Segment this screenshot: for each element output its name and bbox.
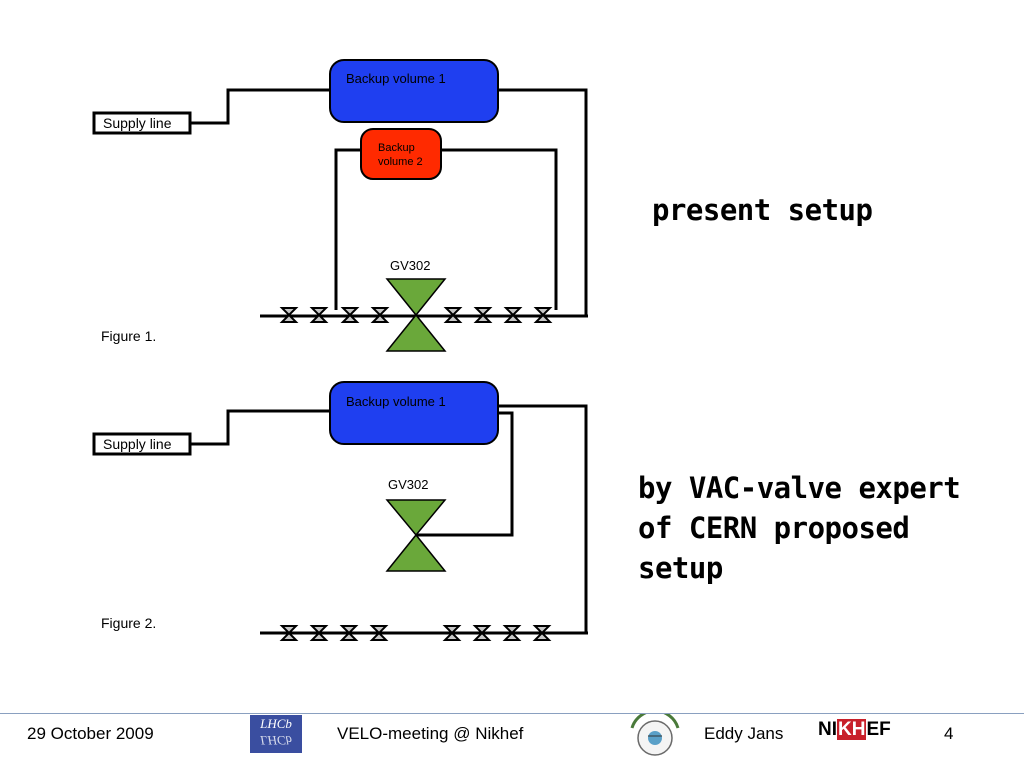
vacuum-diagram: Supply line Backup volume 1 Backup volum… <box>92 59 588 641</box>
nikhef-prefix: NI <box>818 719 837 740</box>
proposed-caption-line2: of CERN proposed <box>638 511 910 545</box>
footer-author: Eddy Jans <box>704 724 784 743</box>
figure-2-label: Figure 2. <box>101 615 156 631</box>
proposed-caption-line3: setup <box>638 551 723 585</box>
pipe-backup2-left <box>334 148 361 310</box>
gv302-valve-top-2 <box>385 499 447 537</box>
pipe-backup1-valve <box>416 411 514 537</box>
gv302-label-1: GV302 <box>390 258 430 273</box>
footer-meeting-title: VELO-meeting @ Nikhef <box>337 724 524 743</box>
gv302-valve-top-1 <box>385 278 447 317</box>
pipe-backup2-right <box>441 148 558 310</box>
backup-volume-2-tank <box>360 128 442 180</box>
backup-volume-1-tank-2 <box>329 381 499 445</box>
footer-divider <box>0 713 1024 714</box>
lhcb-logo-text-mirror: LHCb <box>260 733 292 748</box>
gv302-valve-bottom-1 <box>385 313 447 352</box>
nikhef-logo: NIKHEF <box>818 719 891 741</box>
present-setup-text: present setup <box>652 193 873 227</box>
lhcb-logo-text: LHCb <box>260 716 292 731</box>
gv302-label-2: GV302 <box>388 477 428 492</box>
backup-volume-1-tank <box>329 59 499 123</box>
velo-locator-logo <box>630 714 680 756</box>
proposed-setup-caption: by VAC-valve expert of CERN proposed set… <box>638 468 1018 588</box>
backup-volume-1-label-2: Backup volume 1 <box>346 394 446 409</box>
figure-1: Supply line Backup volume 1 Backup volum… <box>92 59 588 352</box>
present-setup-caption: present setup <box>652 190 873 230</box>
gv302-valve-bottom-2 <box>385 533 447 572</box>
page-number: 4 <box>944 724 954 743</box>
backup-volume-2-label-line1: Backup <box>378 142 415 154</box>
backup-volume-1-label: Backup volume 1 <box>346 71 446 86</box>
proposed-caption-line1: by VAC-valve expert <box>638 471 961 505</box>
figure-2: Supply line Backup volume 1 GV302 Figure… <box>92 381 588 641</box>
lhcb-logo: LHCb LHCb <box>250 715 302 753</box>
figure-1-label: Figure 1. <box>101 328 156 344</box>
pipe-backup1-out <box>498 88 588 318</box>
pipe-supply-2 <box>190 409 330 446</box>
supply-line-label-2: Supply line <box>103 436 172 452</box>
nikhef-mid: KH <box>837 719 867 740</box>
nikhef-suffix: EF <box>866 719 891 740</box>
supply-line-label-1: Supply line <box>103 115 172 131</box>
backup-volume-2-label-line2: volume 2 <box>378 156 423 168</box>
footer-date: 29 October 2009 <box>27 724 154 743</box>
pipe-supply-1 <box>190 88 330 125</box>
